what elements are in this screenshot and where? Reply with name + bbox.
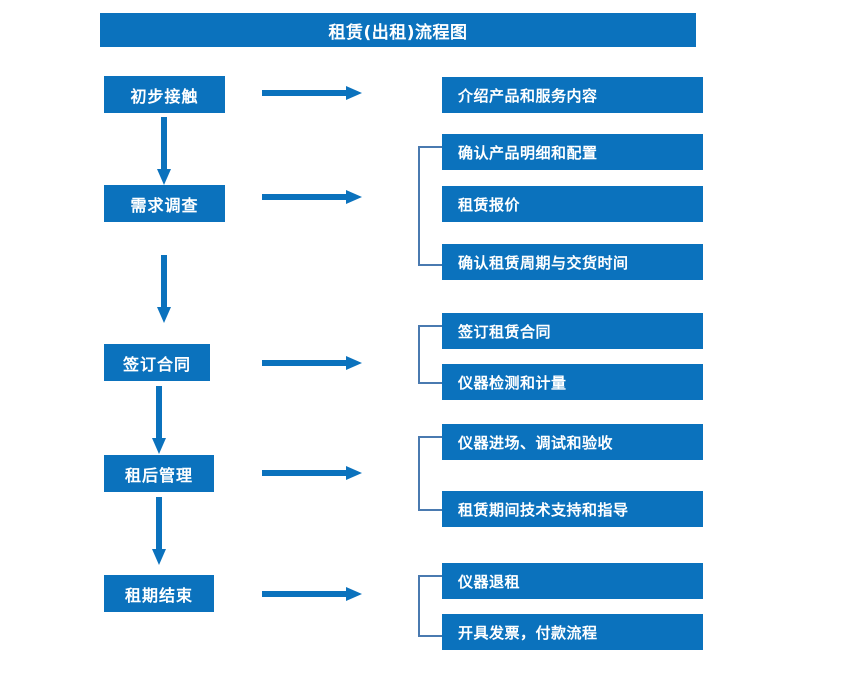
detail-box-4-2[interactable]: 租赁期间技术支持和指导 [442, 491, 703, 527]
arrow-right-stage1 [262, 86, 362, 100]
diagram-title: 租赁(出租)流程图 [100, 13, 696, 47]
detail-box-2-1[interactable]: 确认产品明细和配置 [442, 134, 703, 170]
bracket-stage2 [417, 146, 443, 266]
stage-box-2[interactable]: 需求调查 [104, 185, 225, 222]
arrow-right-stage5 [262, 587, 362, 601]
detail-box-2-3[interactable]: 确认租赁周期与交货时间 [442, 244, 703, 280]
stage-box-1[interactable]: 初步接触 [104, 76, 225, 113]
arrow-right-stage2 [262, 190, 362, 204]
arrow-down-stage1-stage2 [157, 117, 171, 185]
detail-box-1-1[interactable]: 介绍产品和服务内容 [442, 77, 703, 113]
arrow-right-stage3 [262, 356, 362, 370]
bracket-stage5 [417, 575, 443, 637]
detail-box-2-2[interactable]: 租赁报价 [442, 186, 703, 222]
arrow-down-stage3-stage4 [152, 386, 166, 454]
arrow-down-stage4-stage5 [152, 497, 166, 565]
arrow-right-stage4 [262, 466, 362, 480]
stage-box-5[interactable]: 租期结束 [104, 575, 214, 612]
bracket-stage4 [417, 436, 443, 511]
detail-box-5-2[interactable]: 开具发票，付款流程 [442, 614, 703, 650]
stage-box-3[interactable]: 签订合同 [104, 344, 210, 381]
stage-box-4[interactable]: 租后管理 [104, 455, 214, 492]
detail-box-4-1[interactable]: 仪器进场、调试和验收 [442, 424, 703, 460]
detail-box-3-2[interactable]: 仪器检测和计量 [442, 364, 703, 400]
bracket-stage3 [417, 325, 443, 384]
detail-box-5-1[interactable]: 仪器退租 [442, 563, 703, 599]
detail-box-3-1[interactable]: 签订租赁合同 [442, 313, 703, 349]
arrow-down-stage2-stage3 [157, 255, 171, 323]
